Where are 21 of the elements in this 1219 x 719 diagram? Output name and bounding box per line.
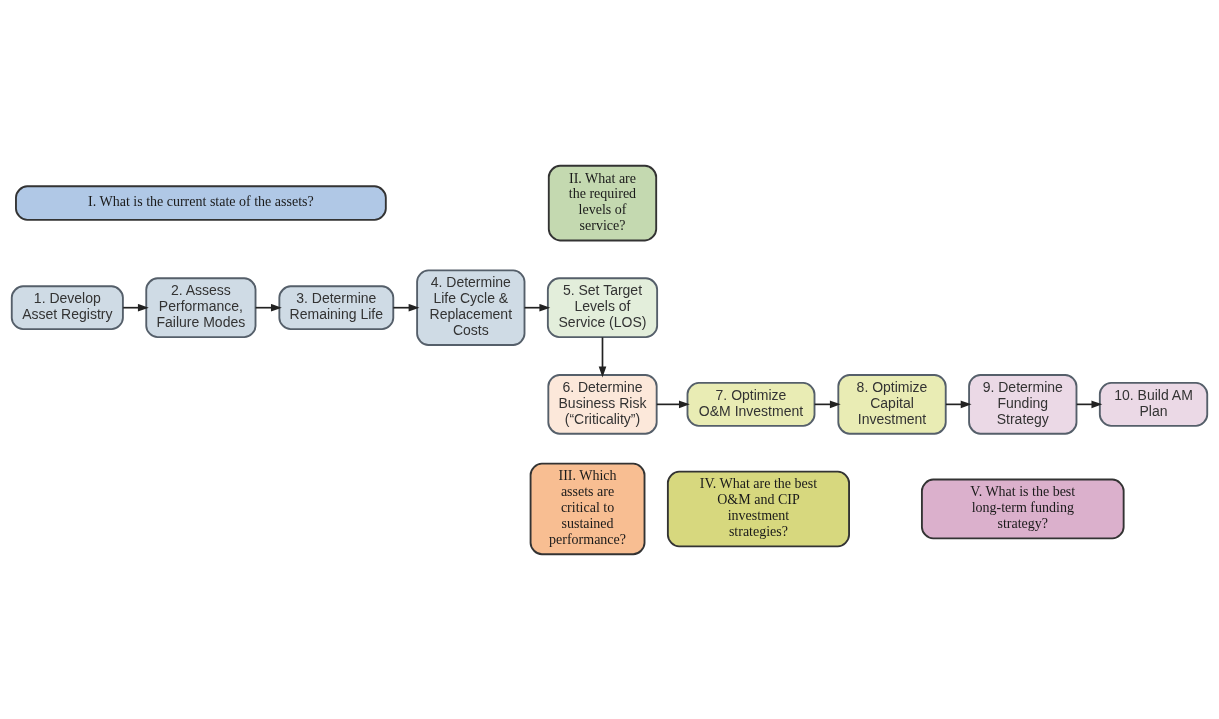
- node-box: 8. Optimize Capital Investment: [837, 373, 947, 435]
- arrow: [254, 303, 282, 311]
- node-box: 9. Determine Funding Strategy: [968, 373, 1078, 435]
- node-box: 5. Set Target Levels of Service (LOS): [546, 276, 659, 338]
- arrow: [122, 303, 149, 311]
- node-box: 3. Determine Remaining Life: [278, 284, 395, 330]
- node-box: III. Which assets are critical to sustained performance?: [529, 462, 646, 555]
- node-box: 2. Assess Performance, Failure Modes: [145, 276, 257, 338]
- node-box: 10. Build AM Plan: [1098, 381, 1209, 427]
- node-box: 6. Determine Business Risk (“Criticality”): [547, 373, 658, 435]
- arrow: [523, 303, 551, 311]
- node-box: 1. Develop Asset Registry: [10, 284, 124, 330]
- node-box: 4. Determine Life Cycle & Replacement Costs: [416, 268, 526, 346]
- arrow: [392, 303, 420, 311]
- node-box: 7. Optimize O&M Investment: [686, 381, 816, 427]
- node-box: IV. What are the best O&M and CIP investment strategies?: [666, 470, 850, 547]
- node-box: V. What is the best long-term funding strategy?: [920, 478, 1125, 539]
- arrow: [655, 400, 690, 408]
- arrow: [598, 336, 607, 377]
- node-box: II. What are the required levels of service?: [547, 164, 658, 241]
- node-box: I. What is the current state of the assets?: [15, 184, 387, 221]
